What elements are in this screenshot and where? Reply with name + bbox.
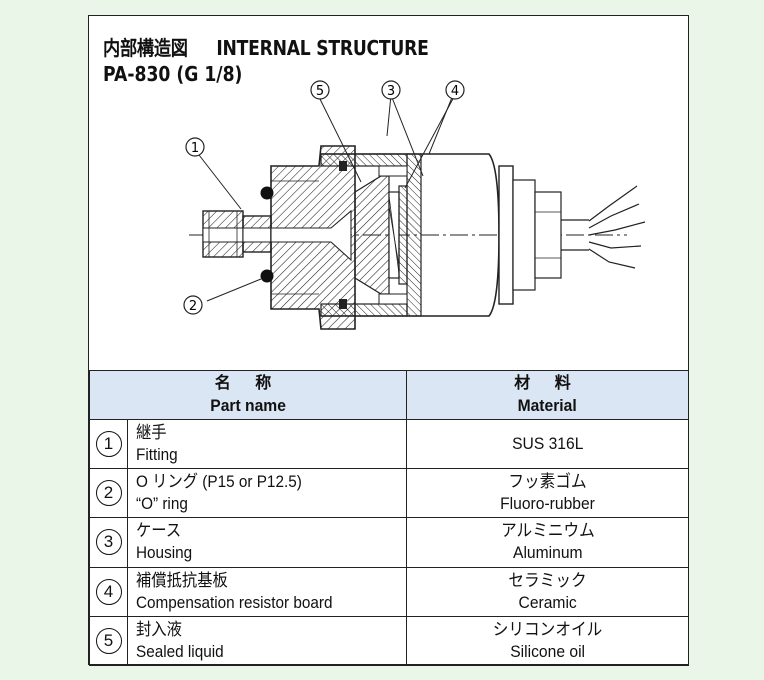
material-en: SUS 316L <box>511 434 584 454</box>
callout-4: 4 <box>445 80 465 100</box>
row-number: 1 <box>89 418 128 470</box>
callout-leaders <box>198 94 456 302</box>
table-header-row: 名 称 Part name 材 料 Material <box>88 370 690 420</box>
row-number: 2 <box>89 468 128 519</box>
cable-wires <box>588 185 646 269</box>
row-number-circle: 5 <box>95 627 122 654</box>
part-name-cell: O リング (P15 or P12.5)“O” ring <box>126 468 408 519</box>
material-jp: フッ素ゴム <box>508 472 587 492</box>
material-cell: SUS 316L <box>406 418 690 470</box>
svg-text:2: 2 <box>189 299 197 314</box>
title-en: INTERNAL STRUCTURE <box>216 36 429 60</box>
title-jp: 内部構造図 <box>103 36 188 60</box>
callout-5: 5 <box>310 80 330 100</box>
o-ring-bottom <box>260 269 274 283</box>
row-number-circle: 2 <box>95 480 122 507</box>
callout-3: 3 <box>381 80 401 100</box>
row-number-circle: 3 <box>95 529 122 556</box>
part-name-en: Compensation resistor board <box>136 592 333 612</box>
svg-text:5: 5 <box>316 84 324 99</box>
material-en: Aluminum <box>512 543 583 563</box>
material-en: Fluoro-rubber <box>500 494 595 514</box>
part-name-en: Fitting <box>136 445 178 465</box>
row-number: 3 <box>89 517 128 568</box>
part-name-jp: O リング (P15 or P12.5) <box>136 472 302 492</box>
cross-section-drawing: 1 2 5 3 4 <box>183 80 646 330</box>
material-jp: シリコンオイル <box>492 619 603 639</box>
part-name-jp: 封入液 <box>136 619 182 639</box>
part-name-en: “O” ring <box>136 494 188 514</box>
part-name-en: Sealed liquid <box>136 641 224 661</box>
title-line: 内部構造図 INTERNAL STRUCTURE <box>103 32 429 61</box>
part-name-jp: 継手 <box>136 423 167 443</box>
row-number: 5 <box>89 615 128 667</box>
material-jp: アルミニウム <box>500 521 595 541</box>
part-name-jp: 補償抵抗基板 <box>136 570 228 590</box>
svg-text:1: 1 <box>191 141 199 156</box>
cable-gland <box>498 165 589 305</box>
header-part-name: 名 称 Part name <box>88 370 408 420</box>
row-number: 4 <box>89 566 128 617</box>
row-number-circle: 1 <box>95 431 122 458</box>
material-jp: セラミック <box>508 570 587 590</box>
sensor-stack <box>354 165 408 305</box>
o-ring-top <box>260 186 274 200</box>
structure-frame: 内部構造図 INTERNAL STRUCTURE PA-830 (G 1/8) <box>88 15 690 667</box>
material-en: Ceramic <box>518 592 577 612</box>
part-name-en: Housing <box>136 543 193 563</box>
part-name-jp: ケース <box>136 521 182 541</box>
header-material: 材 料 Material <box>406 370 690 420</box>
callout-2: 2 <box>183 295 203 315</box>
svg-text:3: 3 <box>387 84 395 99</box>
callout-1: 1 <box>185 137 205 157</box>
row-number-circle: 4 <box>95 578 122 605</box>
model-label: PA-830 (G 1/8) <box>103 62 243 86</box>
svg-text:4: 4 <box>451 84 459 99</box>
fitting-part <box>202 145 356 330</box>
material-en: Silicone oil <box>510 641 585 661</box>
